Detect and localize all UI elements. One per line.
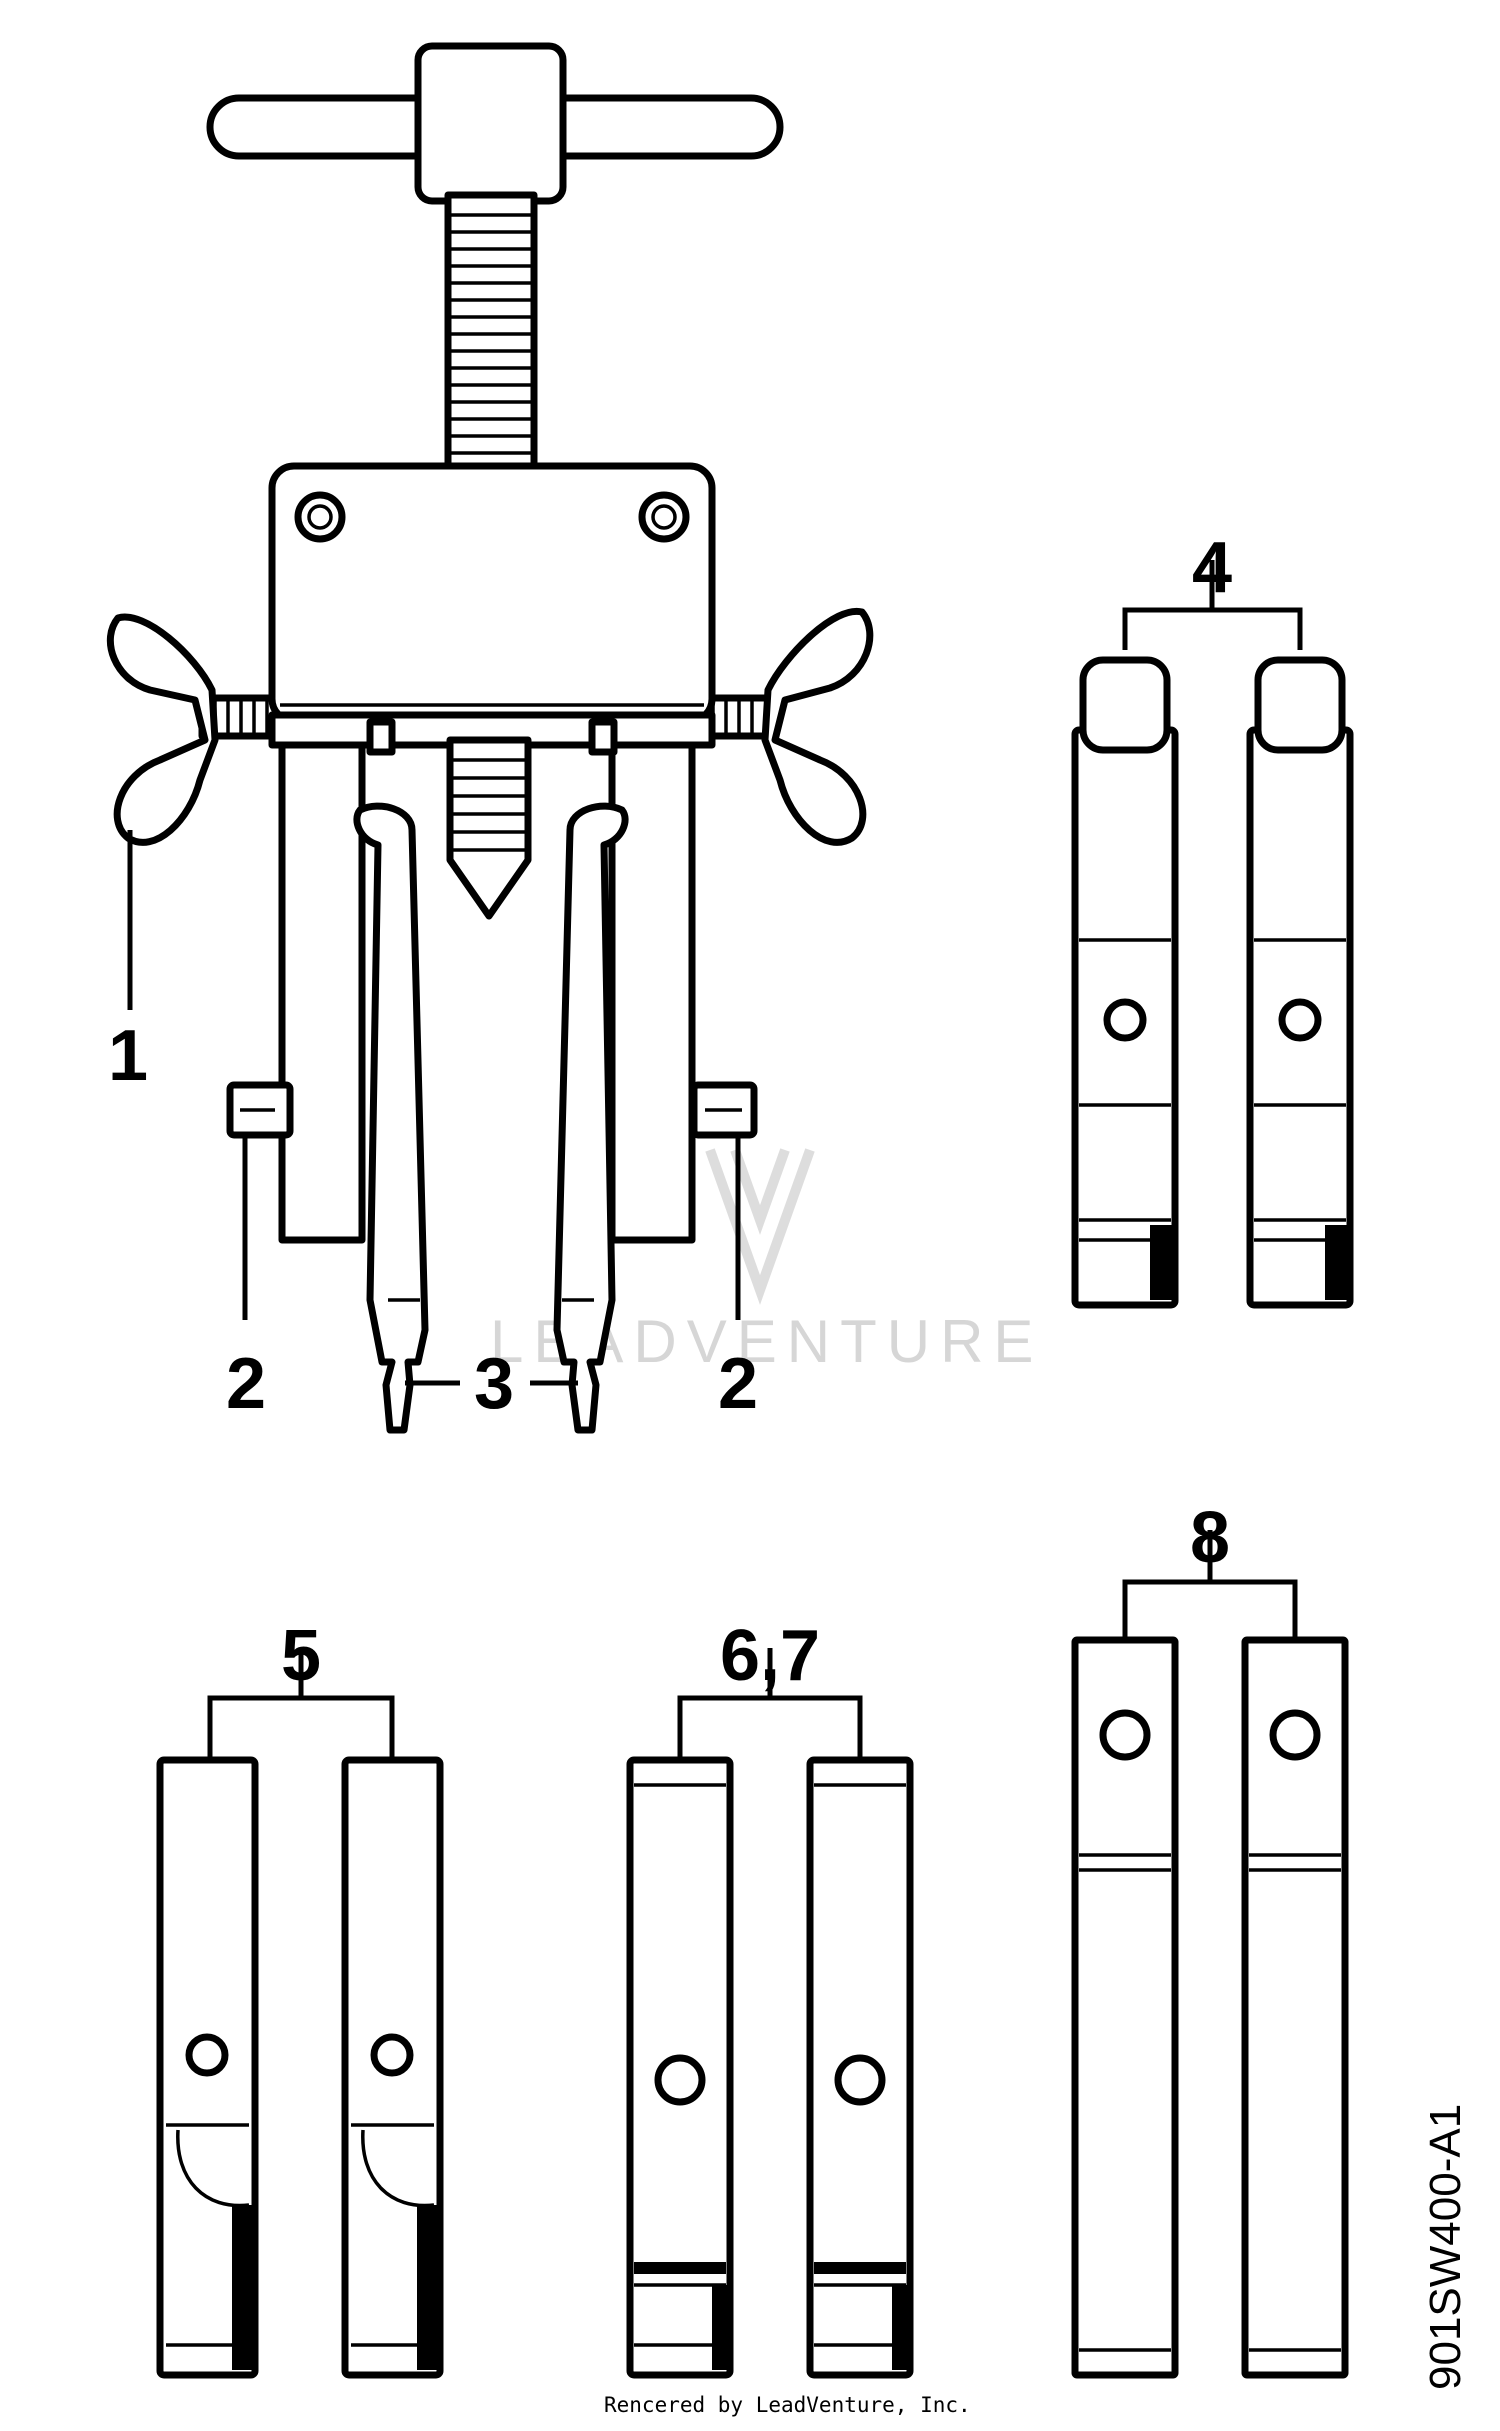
jaw-set-6-7 — [626, 1648, 914, 2379]
jaw-4-left-hole — [1103, 998, 1147, 1042]
jaw-67-right-hole — [834, 2054, 886, 2106]
callout-2-left: 2 — [226, 1344, 266, 1424]
left-jaw — [353, 802, 429, 1434]
jaw-8-left-hole — [1099, 1709, 1151, 1761]
yoke-bolt-left — [294, 491, 346, 543]
leaders — [127, 830, 741, 1386]
jaw-4-left-tip — [1079, 656, 1171, 754]
left-wing-nut — [106, 613, 219, 846]
callout-8: 8 — [1190, 1498, 1230, 1578]
jaw-set-5 — [156, 1648, 444, 2379]
left-leg — [278, 716, 366, 1244]
callouts: 1 2 3 2 4 5 6,7 8 — [108, 528, 1232, 1696]
jaw-4-right-tip — [1254, 656, 1346, 754]
jaw-pin-right — [588, 718, 618, 756]
center-point — [446, 736, 532, 920]
bracket-4-left — [1122, 607, 1303, 650]
t-handle-hub — [414, 42, 567, 205]
callout-3: 3 — [474, 1344, 514, 1424]
jaw-4-right-shadow — [1325, 1225, 1347, 1300]
callout-5: 5 — [281, 1616, 321, 1696]
jaw-8-right-hole — [1269, 1709, 1321, 1761]
jaw-4-left-shadow — [1150, 1225, 1172, 1300]
callout-4: 4 — [1192, 528, 1232, 608]
callout-1: 1 — [108, 1016, 148, 1096]
jaw-8-left — [1071, 1636, 1179, 2379]
screw-threads — [450, 213, 532, 455]
jaw-67-left-hole — [654, 2054, 706, 2106]
right-wing-nut — [761, 607, 874, 846]
jaw-set-8 — [1071, 1530, 1349, 2379]
jaw-4-right-hole — [1278, 998, 1322, 1042]
jaw-5-right-hole — [370, 2033, 414, 2077]
callout-6-7: 6,7 — [720, 1616, 820, 1696]
puller-assembly — [106, 42, 874, 1434]
jaw-pin-left — [366, 718, 396, 756]
callout-2-right: 2 — [718, 1344, 758, 1424]
render-credit: Rencered by LeadVenture, Inc. — [604, 2393, 971, 2417]
bracket-5 — [207, 1695, 395, 1760]
figure-id: 901SW400-A1 — [1421, 2104, 1470, 2390]
bracket-8 — [1122, 1579, 1298, 1640]
right-leg — [608, 716, 696, 1244]
right-jaw — [553, 802, 629, 1434]
jaw-8-right — [1241, 1636, 1349, 2379]
jaw-5-left-hole — [185, 2033, 229, 2077]
bracket-67 — [677, 1695, 863, 1760]
jaw-set-4 — [1071, 560, 1354, 1309]
watermark-logo — [705, 1148, 815, 1305]
yoke-bolt-right — [638, 491, 690, 543]
